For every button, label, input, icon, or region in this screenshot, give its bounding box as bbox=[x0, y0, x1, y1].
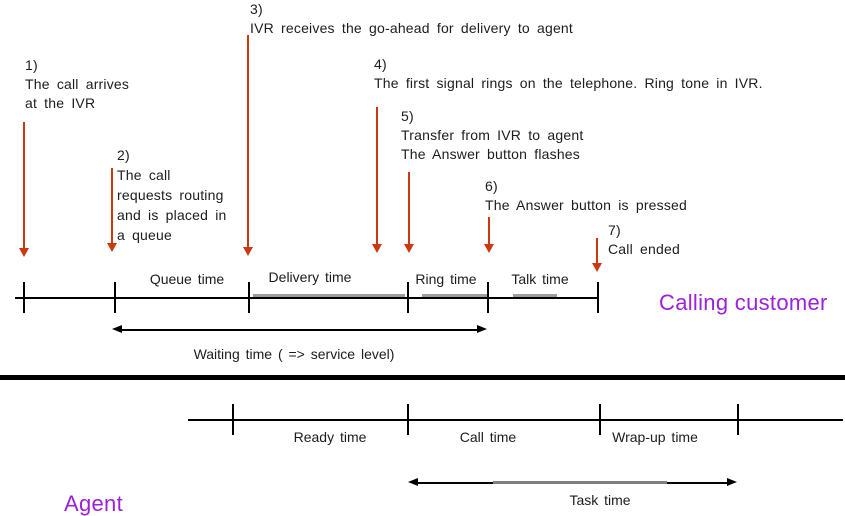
tick-mark bbox=[232, 404, 234, 435]
arrow-head-icon bbox=[107, 243, 117, 252]
event-number: 7) bbox=[608, 222, 621, 238]
arrow-shaft bbox=[408, 172, 410, 244]
event-number: 4) bbox=[374, 56, 387, 72]
arrow-shaft bbox=[247, 35, 249, 247]
agent-label: Agent bbox=[64, 491, 123, 516]
event-text: The Answer button is pressed bbox=[485, 197, 688, 213]
event-label-2: 2) The call requests routing and is plac… bbox=[117, 145, 227, 245]
arrow-head-right-icon bbox=[477, 325, 487, 333]
tick-mark bbox=[407, 282, 409, 313]
grey-line-segment bbox=[422, 294, 487, 297]
segment-label-call-time: Call time bbox=[459, 429, 517, 445]
arrow-shaft bbox=[23, 122, 25, 248]
segment-label-queue-time: Queue time bbox=[149, 271, 225, 287]
waiting-time-label: Waiting time ( => service level) bbox=[193, 346, 395, 362]
event-label-4: 4) The first signal rings on the telepho… bbox=[374, 55, 763, 93]
segment-label-wrap-up-time: Wrap-up time bbox=[612, 429, 698, 445]
event-text: Transfer from IVR to agent The Answer bu… bbox=[401, 127, 584, 162]
event-number: 1) bbox=[25, 57, 38, 73]
arrow-head-icon bbox=[592, 263, 602, 272]
customer-timeline-line bbox=[15, 297, 598, 299]
event-text: Call ended bbox=[608, 241, 680, 257]
arrow-head-icon bbox=[19, 248, 29, 257]
segment-label-delivery-time: Delivery time bbox=[268, 269, 352, 285]
segment-label-ring-time: Ring time bbox=[415, 271, 477, 287]
tick-mark bbox=[737, 404, 739, 435]
divider-line bbox=[0, 375, 845, 380]
event-text: IVR receives the go-ahead for delivery t… bbox=[250, 20, 574, 36]
arrow-head-left-icon bbox=[112, 325, 122, 333]
tick-mark bbox=[407, 404, 409, 435]
tick-mark bbox=[114, 282, 116, 313]
arrow-head-icon bbox=[484, 244, 494, 253]
event-number: 2) bbox=[117, 147, 130, 163]
arrow-shaft bbox=[111, 168, 113, 243]
tick-mark bbox=[487, 282, 489, 313]
calling-customer-label: Calling customer bbox=[659, 290, 828, 315]
arrow-head-icon bbox=[372, 244, 382, 253]
event-label-1: 1) The call arrives at the IVR bbox=[25, 56, 129, 113]
arrow-head-icon bbox=[404, 244, 414, 253]
arrow-head-left-icon bbox=[408, 478, 418, 486]
segment-label-ready-time: Ready time bbox=[293, 429, 367, 445]
event-label-7: 7) Call ended bbox=[608, 221, 680, 259]
event-text: The first signal rings on the telephone.… bbox=[374, 75, 763, 91]
agent-timeline-line bbox=[188, 419, 843, 421]
grey-line-segment bbox=[253, 294, 405, 297]
grey-line-segment bbox=[513, 294, 557, 297]
arrow-head-right-icon bbox=[727, 478, 737, 486]
grey-line-segment bbox=[493, 481, 667, 484]
task-time-arrow bbox=[408, 478, 737, 487]
event-label-6: 6) The Answer button is pressed bbox=[485, 177, 687, 215]
event-number: 3) bbox=[250, 1, 263, 17]
tick-mark bbox=[248, 282, 250, 313]
arrow-shaft bbox=[488, 217, 490, 244]
event-label-5: 5) Transfer from IVR to agent The Answer… bbox=[401, 107, 583, 164]
event-text: The call arrives at the IVR bbox=[25, 76, 130, 111]
event-number: 5) bbox=[401, 108, 414, 124]
tick-mark bbox=[599, 404, 601, 435]
waiting-time-arrow bbox=[112, 325, 487, 334]
arrow-line bbox=[121, 328, 478, 331]
tick-mark bbox=[23, 282, 25, 313]
arrow-head-icon bbox=[243, 247, 253, 256]
event-label-3: 3) IVR receives the go-ahead for deliver… bbox=[250, 0, 573, 38]
task-time-label: Task time bbox=[569, 492, 631, 508]
arrow-shaft bbox=[376, 107, 378, 244]
arrow-shaft bbox=[596, 238, 598, 263]
tick-mark bbox=[597, 282, 599, 313]
event-text: The call requests routing and is placed … bbox=[117, 167, 227, 243]
segment-label-talk-time: Talk time bbox=[511, 271, 569, 287]
event-number: 6) bbox=[485, 178, 498, 194]
